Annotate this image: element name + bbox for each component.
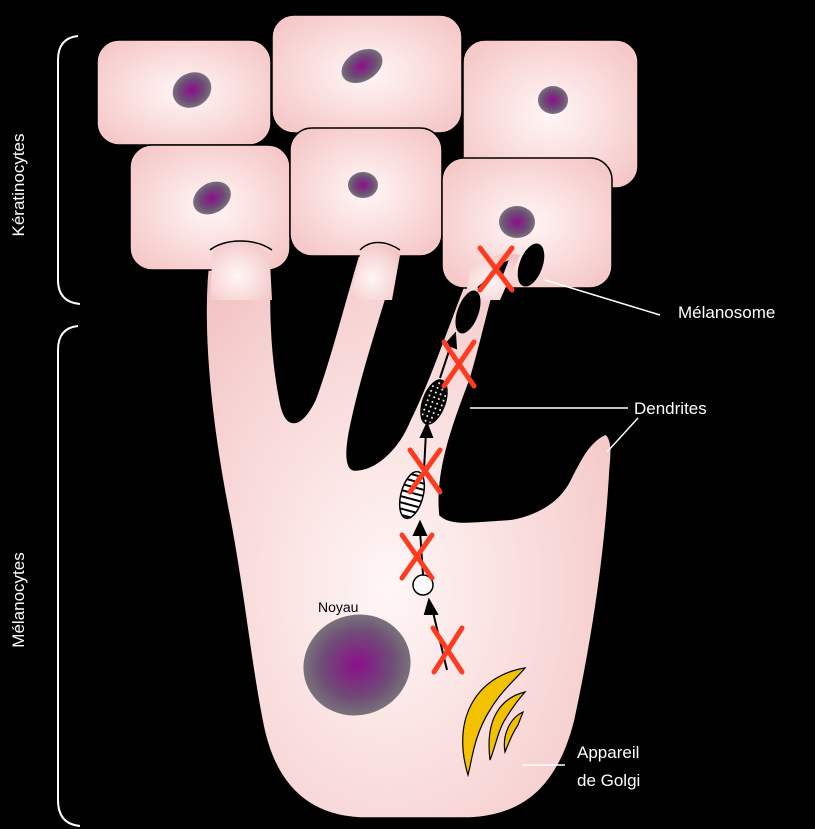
- melanocytes-label: Mélanocytes: [9, 552, 28, 647]
- golgi-label-line2: de Golgi: [577, 771, 640, 790]
- keratinocyte-nucleus: [348, 172, 378, 198]
- dendrites-label: Dendrites: [634, 399, 707, 418]
- keratinocyte-cells: [97, 15, 638, 288]
- dendrite-tip: [210, 240, 272, 300]
- keratinocytes-label: Kératinocytes: [9, 134, 28, 237]
- melanosome-leader: [545, 280, 660, 315]
- keratinocyte-nucleus: [499, 206, 535, 238]
- golgi-label-line1: Appareil: [577, 743, 639, 762]
- melanocytes-bracket: [58, 326, 80, 826]
- nucleus-label: Noyau: [318, 599, 358, 615]
- dendrites-leader-2: [607, 418, 638, 452]
- keratinocyte-nucleus: [538, 86, 568, 114]
- keratinocytes-bracket: [58, 36, 80, 304]
- melanocyte-cell: [206, 241, 611, 818]
- melanosome-label: Mélanosome: [678, 303, 775, 322]
